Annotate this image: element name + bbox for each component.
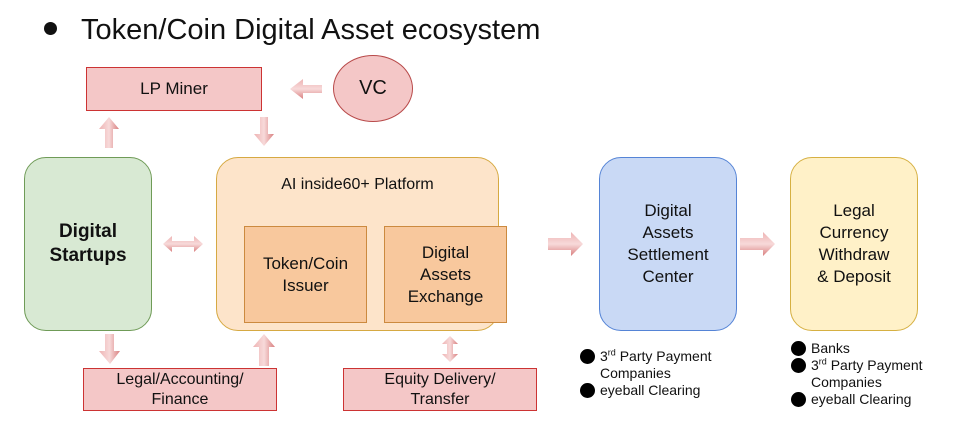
arrow-startups-to-legal xyxy=(99,334,120,364)
digital-startups-box: Digital Startups xyxy=(24,157,152,331)
startups-line-1: Digital xyxy=(58,221,118,242)
settlement-line-3: Settlement xyxy=(627,245,709,264)
ordinal: 3 xyxy=(600,348,608,364)
ordinal-suffix: rd xyxy=(818,356,827,367)
exchange-line-1: Digital xyxy=(421,242,470,262)
legal-accounting-box: Legal/Accounting/ Finance xyxy=(83,368,277,411)
settlement-center-box: Digital Assets Settlement Center xyxy=(599,157,737,331)
arrow-startups-platform xyxy=(163,236,203,252)
legal-line-1: Legal/Accounting/ xyxy=(116,370,244,388)
arrow-equity-platform xyxy=(442,336,458,362)
token-issuer-box: Token/Coin Issuer xyxy=(244,226,367,323)
currency-line-4: & Deposit xyxy=(817,267,891,286)
bullet-item: 3rd Party Payment xyxy=(580,348,760,365)
bullet-text: Banks xyxy=(811,340,850,356)
bullet-item: eyeball Clearing xyxy=(580,382,760,399)
currency-line-1: Legal xyxy=(833,201,875,220)
currency-line-2: Currency xyxy=(819,223,889,242)
settlement-line-1: Digital xyxy=(644,201,692,220)
settlement-line-2: Assets xyxy=(642,223,694,242)
exchange-line-3: Exchange xyxy=(407,286,484,306)
legal-line-2: Finance xyxy=(151,390,209,408)
settlement-line-4: Center xyxy=(642,267,694,286)
bullet-icon xyxy=(791,392,806,407)
currency-bullets: Banks 3rd Party Payment Companies eyebal… xyxy=(791,340,969,408)
bullet-item: Banks xyxy=(791,340,969,357)
bullet-text: eyeball Clearing xyxy=(811,391,912,407)
bullet-text: Party Payment xyxy=(615,348,712,364)
currency-line-3: Withdraw xyxy=(818,245,890,264)
page-title: Token/Coin Digital Asset ecosystem xyxy=(44,14,540,47)
bullet-icon xyxy=(44,21,57,35)
startups-line-2: Startups xyxy=(49,245,127,266)
bullet-icon xyxy=(791,358,806,373)
ordinal-suffix: rd xyxy=(607,347,616,358)
arrow-vc-to-lp-miner xyxy=(290,79,322,99)
lp-miner-box: LP Miner xyxy=(86,67,262,111)
bullet-text: Party Payment xyxy=(826,357,923,373)
equity-line-2: Transfer xyxy=(410,390,470,408)
arrow-settlement-to-currency xyxy=(740,232,775,256)
bullet-item: 3rd Party Payment xyxy=(791,357,969,374)
vc-node: VC xyxy=(333,55,413,122)
assets-exchange-box: Digital Assets Exchange xyxy=(384,226,507,323)
equity-delivery-box: Equity Delivery/ Transfer xyxy=(343,368,537,411)
exchange-line-2: Assets xyxy=(419,264,472,284)
settlement-bullets: 3rd Party Payment Companies eyeball Clea… xyxy=(580,348,760,399)
bullet-icon xyxy=(580,349,595,364)
bullet-continuation: Companies xyxy=(600,365,671,381)
vc-label: VC xyxy=(359,77,387,99)
bullet-continuation: Companies xyxy=(811,374,882,390)
arrow-legal-to-platform xyxy=(253,334,275,366)
issuer-line-2: Issuer xyxy=(282,275,329,295)
bullet-item: eyeball Clearing xyxy=(791,391,969,408)
bullet-text: eyeball Clearing xyxy=(600,382,701,398)
arrow-lp-miner-to-platform xyxy=(254,117,274,146)
issuer-line-1: Token/Coin xyxy=(262,253,349,273)
lp-miner-label: LP Miner xyxy=(140,79,208,98)
arrow-startups-to-lp-miner xyxy=(99,117,119,148)
bullet-icon xyxy=(791,341,806,356)
bullet-icon xyxy=(580,383,595,398)
ordinal: 3 xyxy=(811,357,819,373)
arrow-platform-to-settlement xyxy=(548,232,583,256)
platform-title: AI inside60+ Platform xyxy=(281,176,434,193)
equity-line-1: Equity Delivery/ xyxy=(384,370,496,388)
platform-box: AI inside60+ Platform Token/Coin Issuer … xyxy=(216,157,507,331)
legal-currency-box: Legal Currency Withdraw & Deposit xyxy=(790,157,918,331)
